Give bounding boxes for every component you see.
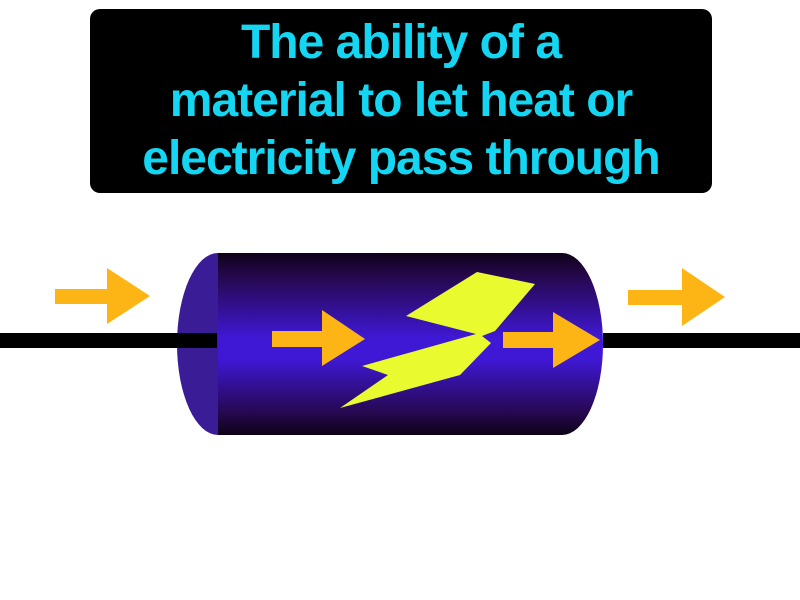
arrow-head — [682, 268, 725, 326]
arrow-shaft — [628, 290, 682, 305]
arrow-head — [553, 312, 600, 368]
arrow-shaft — [272, 331, 324, 347]
flow-arrow-outside-left — [55, 268, 150, 324]
arrow-head — [107, 268, 150, 324]
wire-right-segment — [603, 333, 800, 348]
wire-left-segment — [0, 333, 217, 348]
flow-arrow-inside-left — [272, 310, 365, 366]
arrow-shaft — [55, 289, 107, 304]
lightning-bolt-icon — [340, 272, 535, 408]
definition-line-1: The ability of a — [240, 16, 562, 69]
definition-line-3: electricity pass through — [142, 132, 660, 185]
flow-arrow-inside-right — [503, 312, 600, 368]
flow-arrow-outside-right — [628, 268, 725, 326]
definition-box: The ability of a material to let heat or… — [90, 9, 712, 193]
arrow-shaft — [503, 332, 555, 348]
definition-line-2: material to let heat or — [169, 74, 633, 127]
arrow-head — [322, 310, 365, 366]
